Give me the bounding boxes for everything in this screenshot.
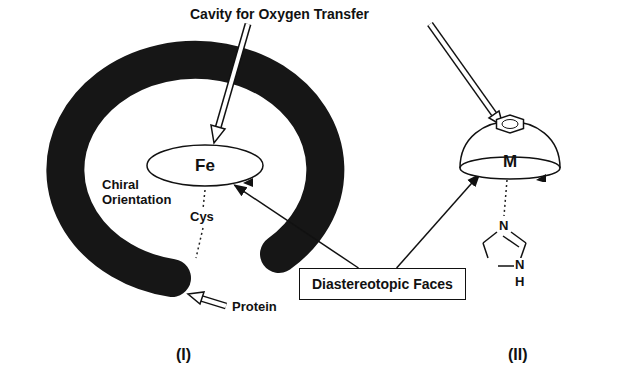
connector-arrow — [234, 185, 358, 268]
protein-shape — [65, 60, 325, 278]
hollow-arrow — [430, 24, 503, 126]
bond-dotted — [203, 190, 205, 209]
node-text: Diastereotopic Faces — [312, 276, 453, 292]
dome-model: M — [456, 98, 564, 182]
atom-n: N — [514, 258, 525, 273]
figure-number: (II) — [508, 346, 528, 364]
faces-box: Diastereotopic Faces — [299, 268, 466, 300]
chiral-arrowhead — [243, 178, 253, 187]
ellipse-outline — [147, 145, 263, 186]
bond-dotted — [504, 180, 507, 216]
atom-h: H — [514, 275, 525, 290]
protein-label: Protein — [232, 300, 277, 315]
cys-label: Cys — [190, 210, 214, 225]
hollow-arrow — [211, 24, 248, 143]
cavity-label: Cavity for Oxygen Transfer — [190, 6, 369, 22]
connector-arrow — [397, 175, 480, 268]
figure-number: (I) — [176, 346, 191, 364]
atom-n: N — [498, 219, 509, 234]
benzene-ring — [502, 120, 518, 129]
node-text: M — [503, 152, 517, 172]
node-text: Fe — [195, 156, 215, 176]
hollow-arrow — [188, 292, 226, 306]
bond-dotted — [196, 228, 203, 258]
chiral-arrowhead — [536, 174, 546, 182]
benzene-ring — [497, 115, 524, 133]
metal-ellipse: Fe — [145, 143, 265, 188]
